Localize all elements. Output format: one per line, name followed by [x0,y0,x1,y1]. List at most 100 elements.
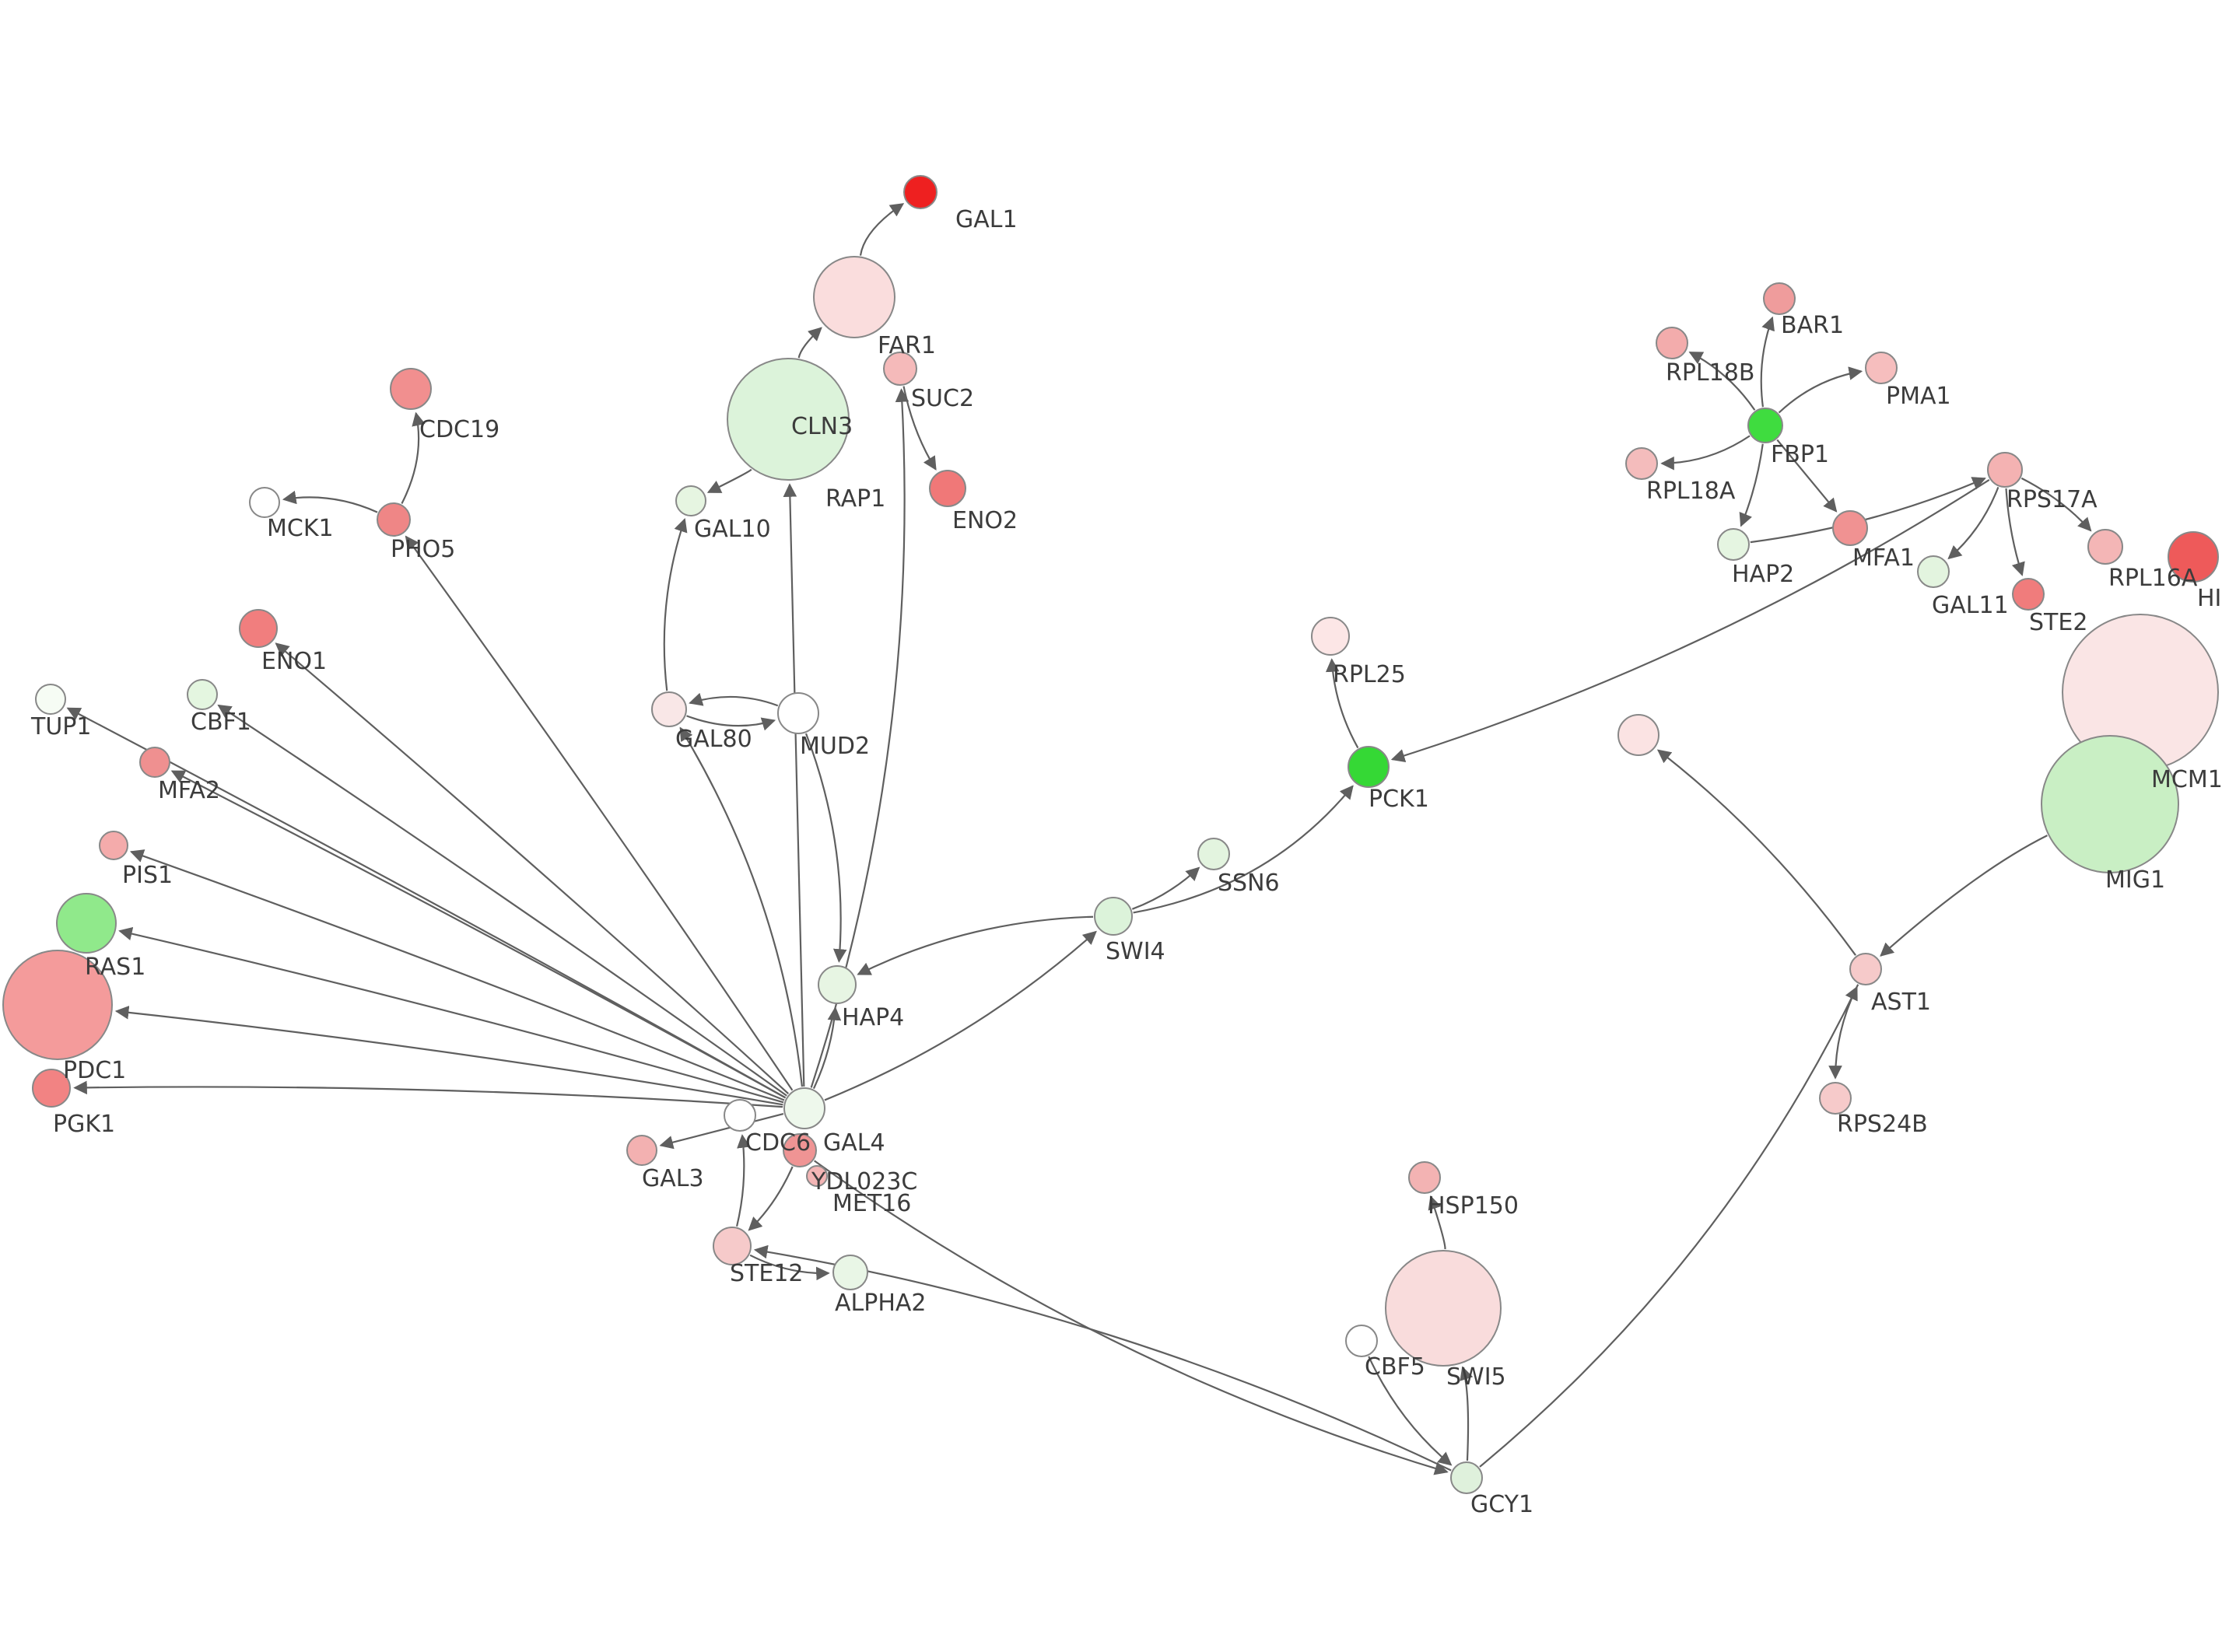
edge-CBF5-GCY1[interactable] [1368,1356,1453,1466]
edge-FBP1-MFA1[interactable] [1776,439,1838,513]
node-GAL1[interactable] [903,175,938,209]
node-RAP1[interactable] [727,358,850,481]
node-ENO2[interactable] [929,470,966,507]
edge-GAL80-GAL10[interactable] [663,518,688,691]
node-GCY1[interactable] [1450,1461,1483,1494]
edge-FBP1-HAP2[interactable] [1739,443,1764,527]
edge-FBP1-RPL18A[interactable] [1660,435,1751,471]
node-FBP1[interactable] [1747,408,1783,443]
edge-MUD2-HAP4[interactable] [804,733,847,963]
edge-STE12-ALPHA2[interactable] [749,1254,830,1281]
node-PHO5[interactable] [377,502,411,537]
node-CDC19[interactable] [390,368,432,410]
node-GAL4[interactable] [783,1087,825,1129]
node-ENO1[interactable] [239,609,278,648]
node-HAP4[interactable] [818,965,857,1004]
edge-RPS17A-PCK1[interactable] [1390,479,1990,763]
edge-GAL4-PIS1[interactable] [129,849,785,1101]
node-RPL18B[interactable] [1656,327,1688,359]
edge-PCK1-RPL25[interactable] [1325,658,1359,749]
node-SWI4[interactable] [1094,897,1133,936]
node-MFA1[interactable] [1832,510,1868,546]
edge-SWI4-HAP4[interactable] [857,915,1094,975]
node-GAL3[interactable] [626,1135,657,1166]
node-MCK1[interactable] [249,487,280,518]
edge-YDL023C-GCY1[interactable] [814,1160,1449,1475]
node-TUP1[interactable] [35,684,66,715]
edge-YDL023C-STE12[interactable] [748,1166,794,1231]
edge-RAP1-FAR1[interactable] [797,327,822,359]
node-PCK1[interactable] [1348,746,1390,788]
edge-PHO5-CDC19[interactable] [401,411,426,504]
edge-MUD2-GAL80[interactable] [689,692,779,707]
node-GAL11[interactable] [1917,555,1950,588]
node-MUD2[interactable] [777,692,819,734]
node-MFA2[interactable] [139,747,170,778]
node-PIS1[interactable] [99,831,128,860]
edge-SUC2-ENO2[interactable] [902,386,937,471]
node-CBF5[interactable] [1345,1325,1378,1357]
edge-FBP1-PMA1[interactable] [1778,366,1863,414]
node-RPL18A[interactable] [1625,447,1658,480]
node-YDL023C[interactable] [783,1133,817,1167]
node-BAR1[interactable] [1763,282,1796,315]
node-PMA1[interactable] [1865,352,1898,384]
edge-HAP2-RPS17A[interactable] [1750,477,1986,544]
node-AST1[interactable] [1849,953,1882,985]
edge-FBP1-RPL18B[interactable] [1688,352,1756,411]
node-STE2[interactable] [2012,578,2045,611]
node-MET16[interactable] [806,1165,828,1187]
edge-GAL4-RAP1[interactable] [783,483,805,1087]
edge-SWI4-PCK1[interactable] [1133,785,1354,914]
edge-GAL4-PHO5[interactable] [405,535,794,1091]
node-FAR1[interactable] [813,256,895,338]
edge-GAL4-RAS1[interactable] [118,926,784,1104]
node-NODE1[interactable] [1617,714,1659,756]
node-PGK1[interactable] [32,1069,71,1108]
edge-RAP1-GAL10[interactable] [706,468,752,493]
edge-GAL4-GAL80[interactable] [679,726,804,1087]
node-PDC1[interactable] [2,950,113,1060]
edge-MIG1-AST1[interactable] [1880,835,2048,957]
edge-RPS17A-RPL16A[interactable] [2020,477,2092,532]
edge-GAL4-PDC1[interactable] [114,1006,783,1106]
edge-RPS17A-STE2[interactable] [2005,488,2025,576]
edge-AST1-RPS24B[interactable] [1828,984,1859,1080]
edge-GAL4-TUP1[interactable] [66,707,787,1099]
edge-GCY1-AST1[interactable] [1479,985,1858,1468]
node-HIS4[interactable] [2168,531,2219,583]
node-RPL16A[interactable] [2087,529,2123,565]
node-SWI5[interactable] [1385,1250,1502,1367]
edge-GCY1-SWI5[interactable] [1460,1366,1474,1461]
edge-GAL4-GAL3[interactable] [659,1112,784,1150]
node-SSN6[interactable] [1197,838,1230,870]
edge-GAL4-PGK1[interactable] [73,1080,783,1108]
edge-GAL4-ENO1[interactable] [275,642,790,1094]
node-MIG1[interactable] [2041,735,2179,873]
edge-GAL4-SWI4[interactable] [824,930,1097,1101]
node-CBF1[interactable] [187,679,218,710]
edge-STE12-CDC6[interactable] [736,1134,751,1227]
node-STE12[interactable] [713,1227,752,1265]
edge-GAL4-CBF1[interactable] [217,704,787,1097]
node-ALPHA2[interactable] [832,1255,868,1290]
node-RPS24B[interactable] [1819,1082,1852,1115]
node-GAL80[interactable] [651,691,687,727]
node-CDC6[interactable] [724,1099,756,1132]
edge-GAL4-MFA2[interactable] [170,770,787,1099]
node-RPS17A[interactable] [1987,452,2023,488]
edge-AST1-NODE1[interactable] [1656,749,1856,956]
edge-RPS17A-GAL11[interactable] [1947,487,1999,560]
node-HAP2[interactable] [1717,528,1750,561]
edge-GAL80-MUD2[interactable] [686,715,776,731]
edge-SWI4-SSN6[interactable] [1131,866,1200,910]
node-RPL25[interactable] [1311,617,1350,656]
edge-PHO5-MCK1[interactable] [282,490,378,513]
edge-FAR1-GAL1[interactable] [859,203,905,256]
node-SUC2[interactable] [883,352,917,386]
node-HSP150[interactable] [1408,1161,1441,1194]
edge-FBP1-BAR1[interactable] [1760,316,1775,408]
edge-GAL4-HAP4[interactable] [812,1006,842,1090]
edge-SWI5-HSP150[interactable] [1428,1195,1446,1250]
